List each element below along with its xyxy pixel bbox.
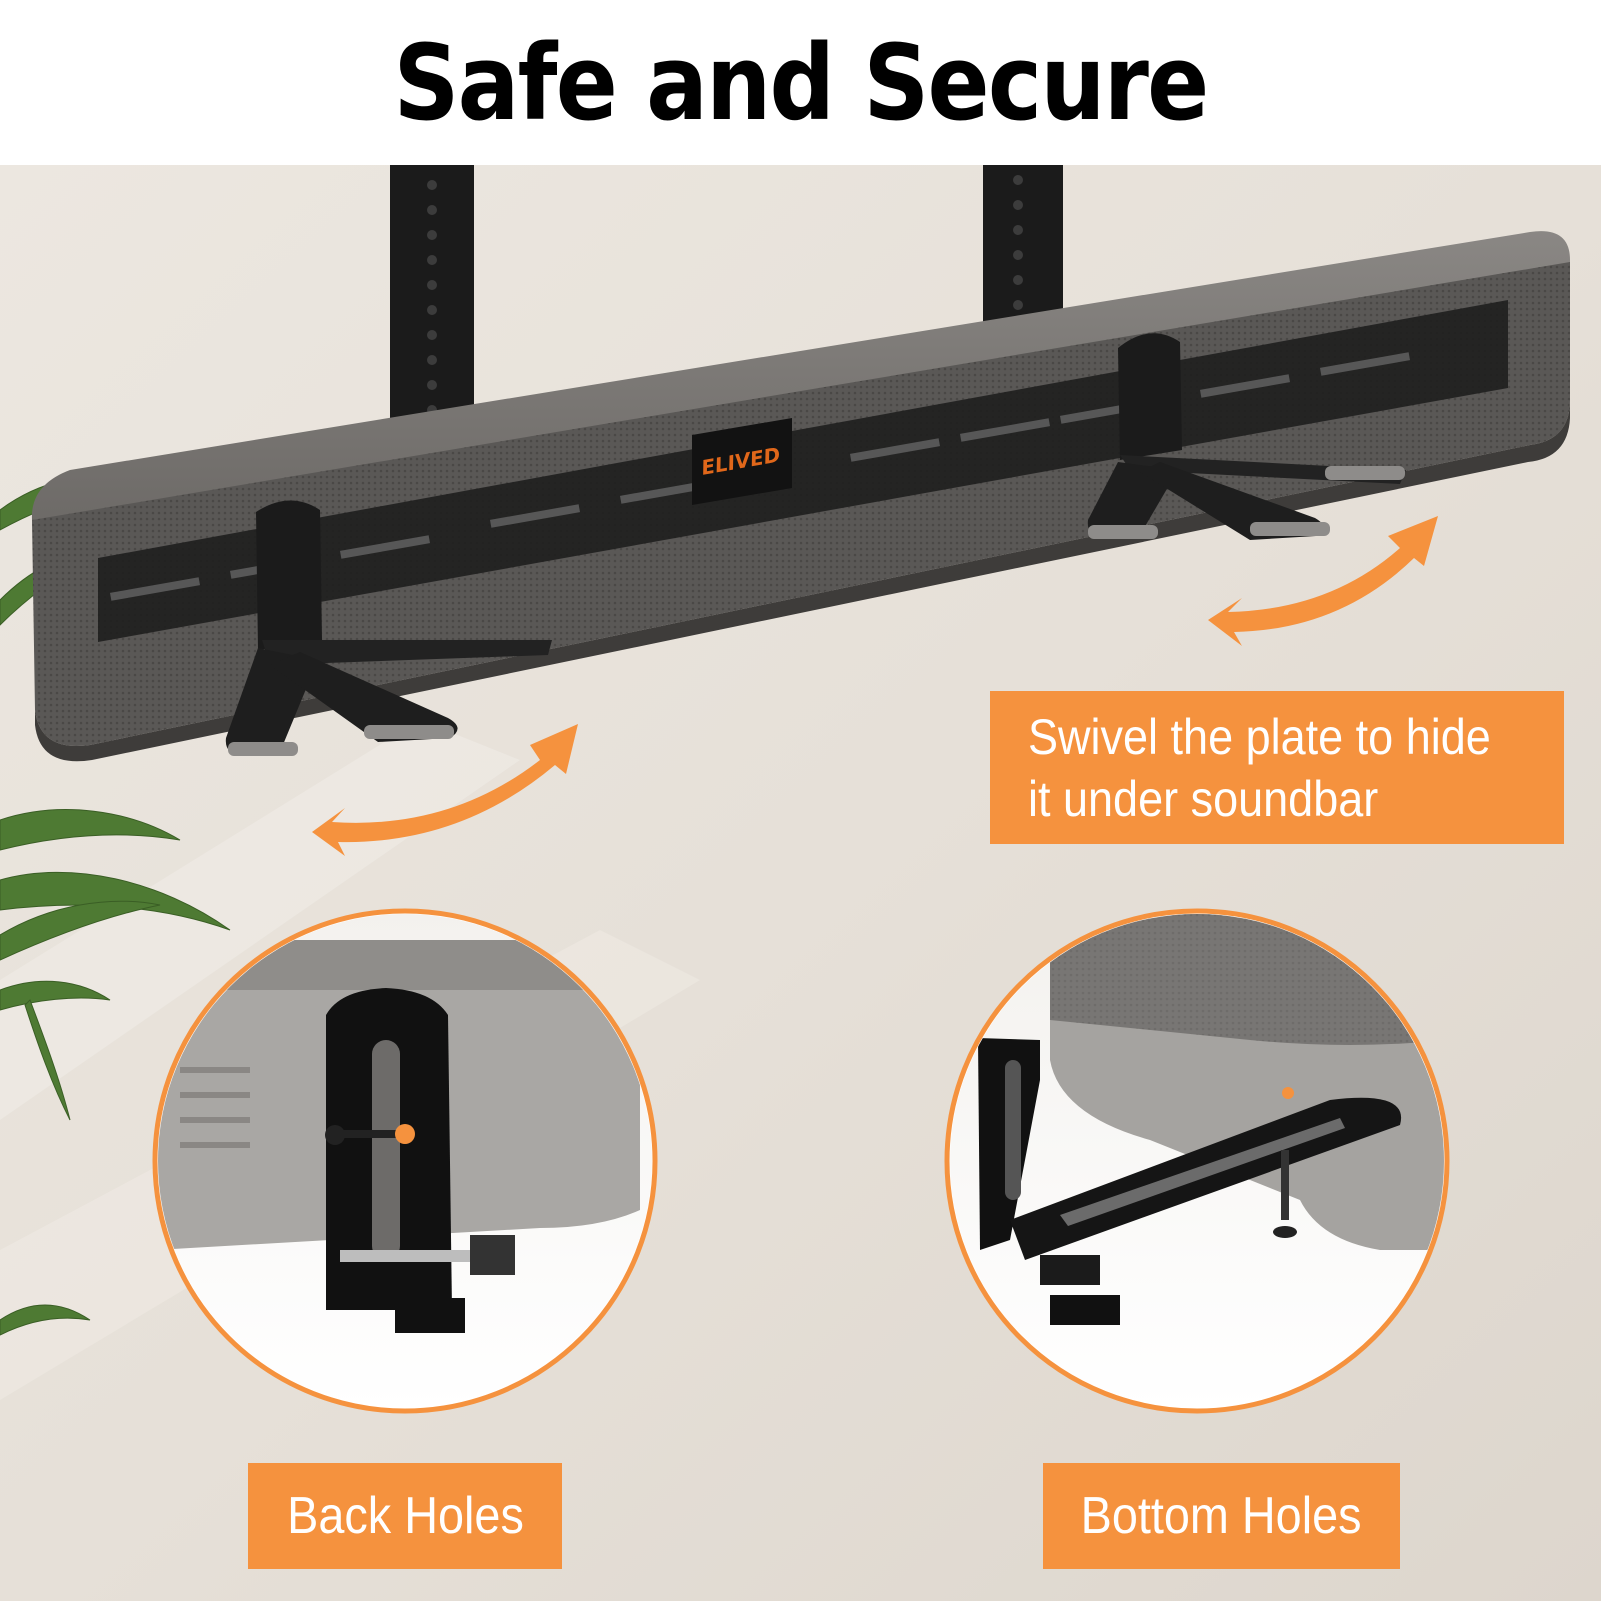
product-scene: ELIVED <box>0 165 1601 1601</box>
swivel-callout: Swivel the plate to hide it under soundb… <box>990 691 1564 844</box>
scene-illustration: ELIVED <box>0 165 1601 1601</box>
back-holes-detail <box>152 908 658 1414</box>
swivel-arrow-icon <box>312 724 578 856</box>
bottom-holes-detail <box>944 908 1450 1414</box>
callout-line-1: Swivel the plate to hide <box>1028 708 1491 765</box>
bottom-holes-label: Bottom Holes <box>1043 1463 1400 1569</box>
swivel-arrow-icon <box>1208 516 1438 646</box>
back-holes-text: Back Holes <box>286 1487 524 1545</box>
callout-line-2: it under soundbar <box>1028 770 1379 827</box>
bottom-holes-text: Bottom Holes <box>1081 1487 1362 1545</box>
right-bracket <box>1087 333 1406 540</box>
back-holes-label: Back Holes <box>248 1463 562 1569</box>
page-title: Safe and Secure <box>393 21 1210 144</box>
left-bracket <box>225 500 552 756</box>
header: Safe and Secure <box>0 0 1601 165</box>
